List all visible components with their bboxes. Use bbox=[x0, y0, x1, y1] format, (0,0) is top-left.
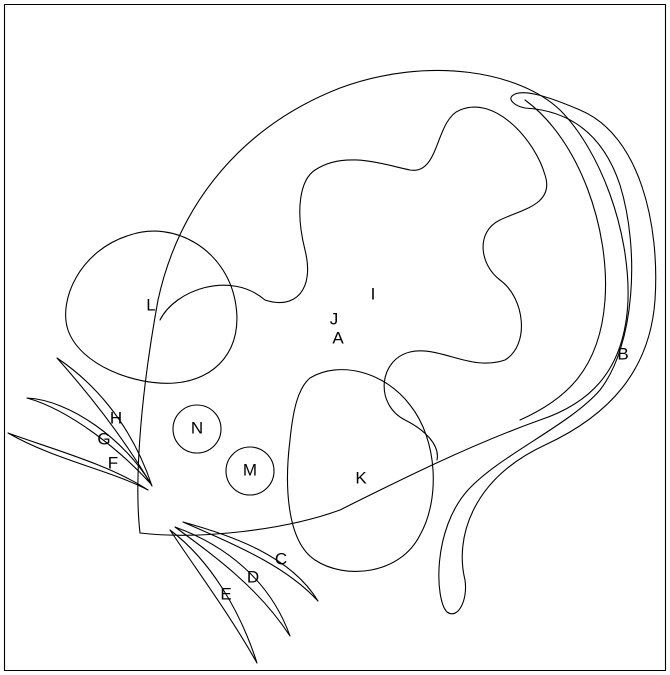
label-g: G bbox=[97, 429, 110, 448]
label-j: J bbox=[330, 309, 339, 328]
body-outline bbox=[138, 70, 628, 535]
label-a: A bbox=[332, 328, 344, 347]
label-h: H bbox=[110, 408, 122, 427]
label-c: C bbox=[275, 549, 287, 568]
label-b: B bbox=[617, 344, 628, 363]
inner-region bbox=[160, 107, 547, 460]
label-m: M bbox=[243, 460, 257, 479]
label-e: E bbox=[220, 584, 231, 603]
label-l: L bbox=[146, 295, 155, 314]
label-d: D bbox=[247, 567, 259, 586]
label-n: N bbox=[191, 418, 203, 437]
whisker-f bbox=[8, 433, 148, 490]
label-k: K bbox=[355, 468, 367, 487]
whisker-d bbox=[175, 527, 290, 636]
label-f: F bbox=[108, 453, 118, 472]
label-i: I bbox=[371, 284, 376, 303]
